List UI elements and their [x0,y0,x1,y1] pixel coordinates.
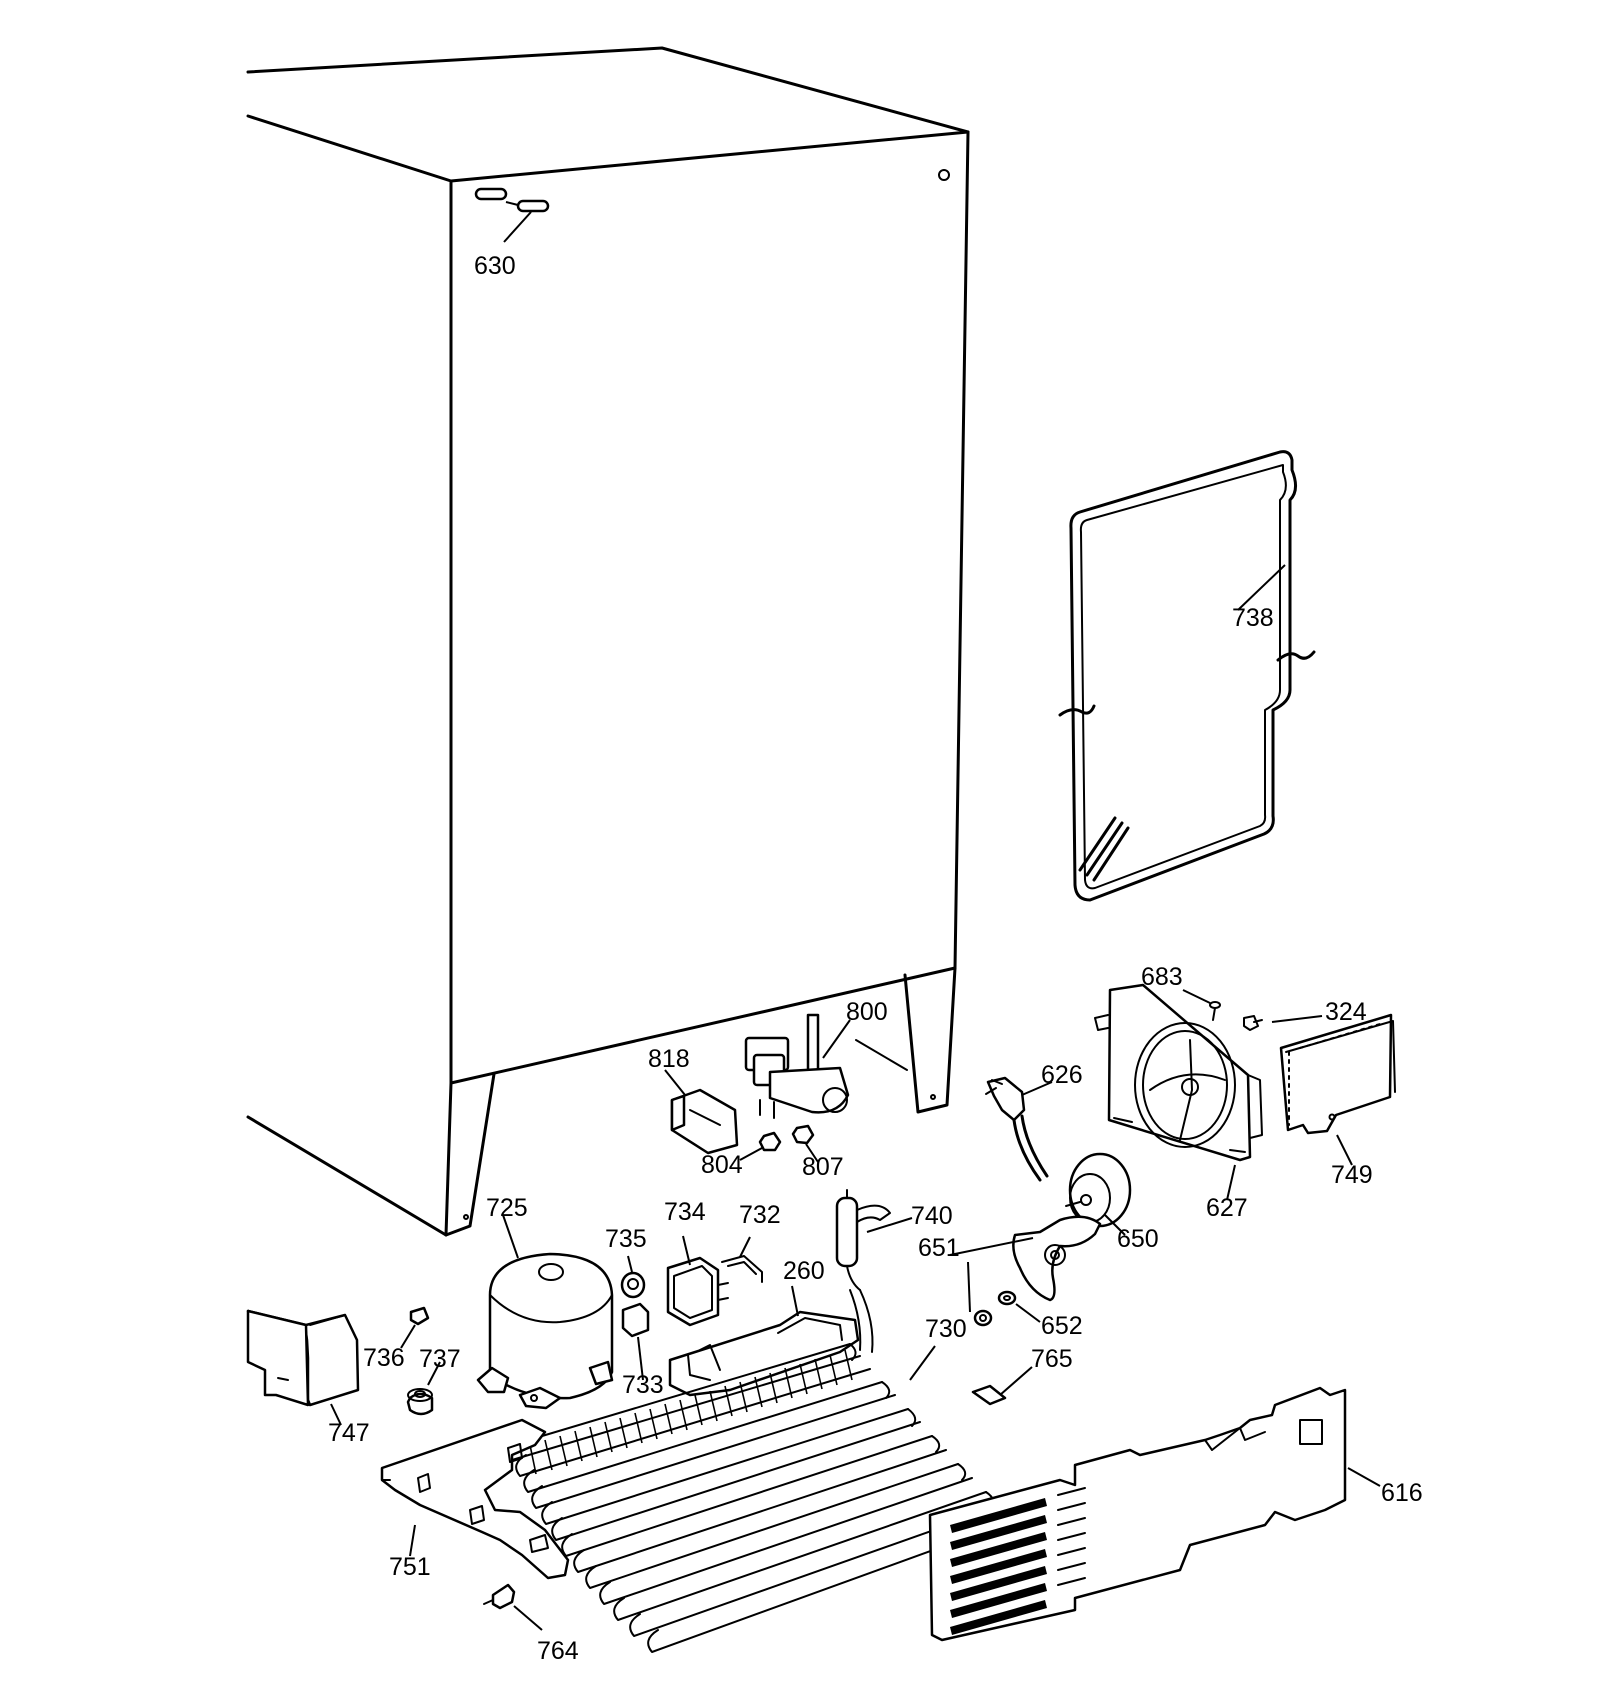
dryer [835,1189,913,1291]
callout-737: 737 [419,1345,461,1373]
clip-732 [721,1236,763,1283]
callout-627: 627 [1206,1194,1248,1222]
callout-730: 730 [925,1315,967,1343]
nut-807 [791,1124,819,1163]
callout-683: 683 [1141,963,1183,991]
callout-747: 747 [328,1419,370,1447]
callout-734: 734 [664,1198,706,1226]
callout-738: 738 [1232,604,1274,632]
bracket [664,1069,739,1155]
compressor [476,1214,614,1410]
cover-plate [1279,1013,1396,1166]
callout-751: 751 [389,1553,431,1581]
side-panel-plugs [474,187,550,243]
callout-749: 749 [1331,1161,1373,1189]
callout-735: 735 [605,1225,647,1253]
callout-626: 626 [1041,1061,1083,1089]
grommet-737 [406,1361,441,1416]
nut-651 [973,1309,993,1327]
callout-630: 630 [474,252,516,280]
cover-747 [246,1309,360,1426]
callout-324: 324 [1325,998,1367,1026]
cabinet [246,46,970,1237]
callout-260: 260 [783,1257,825,1285]
screw-324 [1243,1015,1323,1031]
washer [997,1290,1041,1323]
callout-725: 725 [486,1194,528,1222]
callout-765: 765 [1031,1345,1073,1373]
callout-733: 733 [622,1371,664,1399]
callout-736: 736 [363,1344,405,1372]
callout-807: 807 [802,1153,844,1181]
overload [621,1302,650,1381]
callout-650: 650 [1117,1225,1159,1253]
power-cord [985,1076,1053,1182]
clip-736 [400,1306,430,1349]
nut-804 [739,1131,782,1161]
water-valve [744,1013,851,1119]
drain-pan [668,1285,860,1397]
callout-740: 740 [911,1202,953,1230]
relay [666,1235,729,1327]
heater-loop [1058,450,1316,902]
callout-804: 804 [701,1151,743,1179]
screw-683 [1182,989,1221,1021]
callout-800: 800 [846,998,888,1026]
callout-652: 652 [1041,1312,1083,1340]
clamp [971,1366,1033,1406]
grille [928,1386,1381,1642]
fan-blade [949,1215,1102,1313]
callout-732: 732 [739,1201,781,1229]
base-plate [380,1418,570,1580]
callout-651: 651 [918,1234,960,1262]
callout-818: 818 [648,1045,690,1073]
grommet-735 [620,1255,646,1299]
clip-764 [483,1583,543,1631]
callout-616: 616 [1381,1479,1423,1507]
fan-shroud [1094,983,1263,1201]
callout-764: 764 [537,1637,579,1665]
